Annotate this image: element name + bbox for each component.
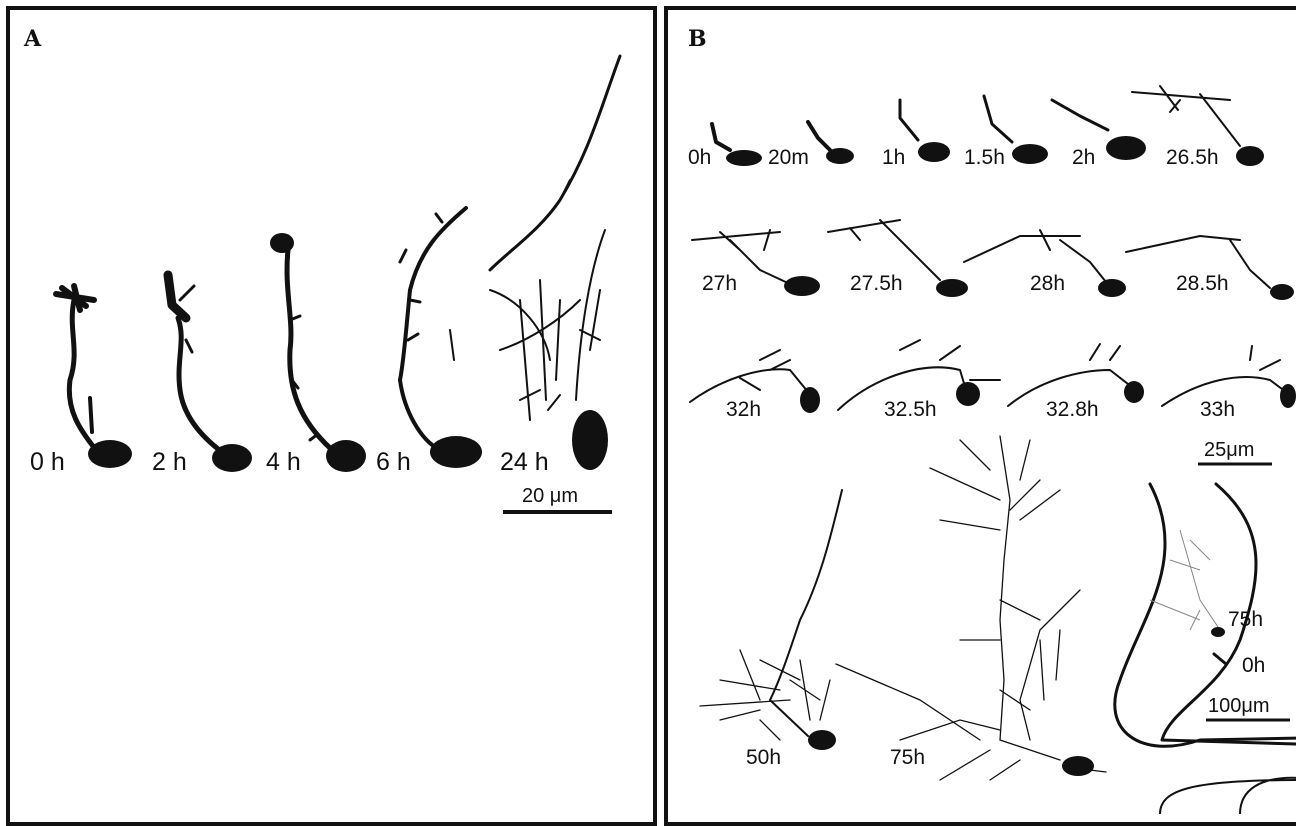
- timepoint-label: 24 h: [500, 448, 549, 476]
- scale-bar-large-label: 100μm: [1208, 695, 1270, 717]
- neuron-50h: [700, 490, 842, 750]
- timepoint-label: 32.5h: [884, 398, 937, 421]
- timepoint-label: 27h: [702, 272, 737, 295]
- panel-a-label: A: [23, 26, 42, 52]
- timepoint-label: 26.5h: [1166, 146, 1219, 169]
- timepoint-label: 32.8h: [1046, 398, 1099, 421]
- timepoint-label: 28h: [1030, 272, 1065, 295]
- timepoint-label: 33h: [1200, 398, 1235, 421]
- timepoint-label: 27.5h: [850, 272, 903, 295]
- neuron-24h: [450, 56, 620, 470]
- inset-label: 0h: [1242, 654, 1265, 677]
- timepoint-label: 0 h: [30, 448, 65, 476]
- timepoint-label: 1.5h: [964, 146, 1005, 169]
- neuron-2h: [168, 275, 252, 472]
- scale-bar-label: 20 μm: [522, 485, 578, 507]
- timepoint-label: 20m: [768, 146, 809, 169]
- timepoint-label: 2 h: [152, 448, 187, 476]
- neuron-6h: [400, 208, 482, 468]
- neuron-75h: [836, 436, 1106, 780]
- panel-b-label: B: [688, 26, 707, 52]
- timepoint-label: 2h: [1072, 146, 1095, 169]
- neuron-0h: [56, 286, 132, 468]
- timepoint-label: 0h: [688, 146, 711, 169]
- scale-bar-small-label: 25μm: [1204, 439, 1254, 461]
- tissue-outline: [1115, 484, 1296, 814]
- timepoint-label: 32h: [726, 398, 761, 421]
- timepoint-label: 6 h: [376, 448, 411, 476]
- timepoint-label: 28.5h: [1176, 272, 1229, 295]
- timepoint-label: 75h: [890, 746, 925, 769]
- timepoint-label: 1h: [882, 146, 905, 169]
- timepoint-label: 4 h: [266, 448, 301, 476]
- neuron-4h: [270, 233, 366, 472]
- inset-label: 75h: [1228, 608, 1263, 631]
- timepoint-label: 50h: [746, 746, 781, 769]
